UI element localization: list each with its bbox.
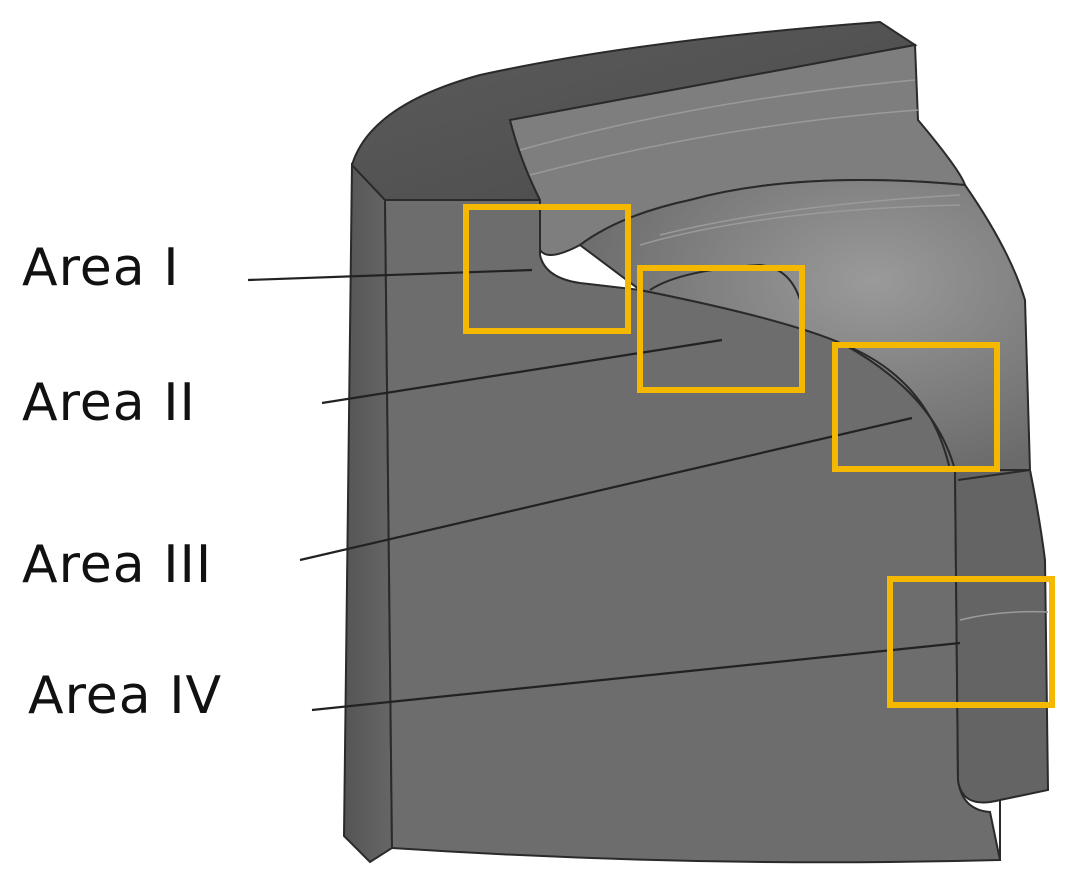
label-area-4: Area IV <box>28 666 222 726</box>
leader-line-area-3 <box>299 416 913 562</box>
highlight-box-area-2 <box>637 265 805 393</box>
part-right-flange <box>953 469 1050 804</box>
label-area-3: Area III <box>22 535 212 595</box>
label-area-2: Area II <box>22 373 196 433</box>
leader-lines <box>247 268 961 712</box>
leader-line-area-2 <box>321 338 723 405</box>
area-labels: Area I Area II Area III Area IV <box>22 238 222 726</box>
cad-part <box>342 20 1050 864</box>
highlight-box-area-3 <box>832 342 1000 472</box>
highlight-box-area-1 <box>463 204 631 334</box>
label-area-1: Area I <box>22 238 180 298</box>
leader-line-area-4 <box>311 641 961 712</box>
highlight-box-area-4 <box>887 576 1055 708</box>
highlight-boxes <box>463 204 1055 708</box>
leader-line-area-1 <box>247 268 533 282</box>
